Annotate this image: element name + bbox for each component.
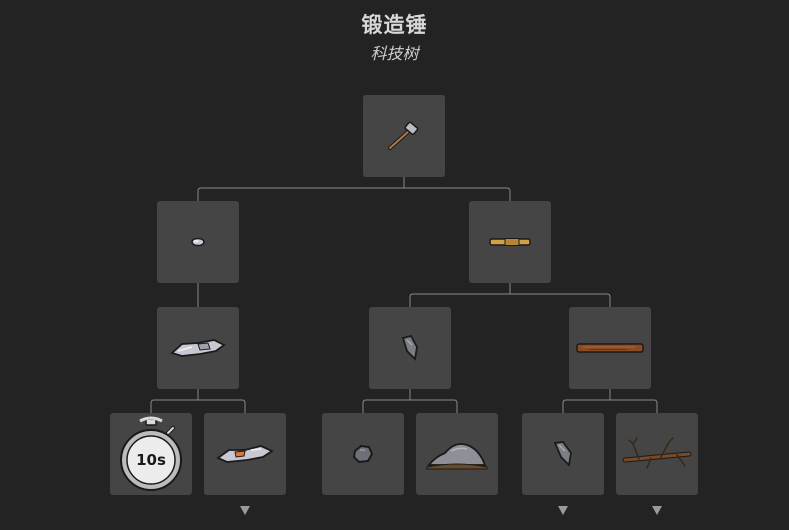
- tech-node-branch[interactable]: [616, 413, 698, 495]
- metal-scrap-ore-icon: [216, 445, 274, 463]
- tech-node-metal-scrap-ore[interactable]: [204, 413, 286, 495]
- tech-node-pebble[interactable]: [322, 413, 404, 495]
- tech-node-gold-rod[interactable]: [469, 201, 551, 283]
- timer-label: 10s: [136, 451, 166, 469]
- tech-node-wood-plank[interactable]: [569, 307, 651, 389]
- rock-pile-icon: [426, 443, 488, 470]
- tech-node-hammer[interactable]: [363, 95, 445, 177]
- flint-icon: [401, 334, 418, 361]
- expand-arrow-icon[interactable]: [652, 506, 662, 515]
- connector-root: [197, 177, 511, 201]
- expand-arrow-icon[interactable]: [558, 506, 568, 515]
- tech-node-timer[interactable]: 10s: [110, 413, 192, 495]
- connector-l2-mid: [362, 389, 458, 413]
- page-subtitle: 科技树: [370, 44, 419, 63]
- metal-bit-icon: [191, 237, 205, 247]
- tech-node-rock-pile[interactable]: [416, 413, 498, 495]
- connector-l2-left: [150, 389, 246, 413]
- page-title: 锻造锤: [361, 13, 428, 37]
- metal-scrap-icon: [170, 339, 226, 357]
- branch-icon: [622, 437, 692, 469]
- tech-node-flint-shard[interactable]: [522, 413, 604, 495]
- hammer-icon: [388, 121, 419, 150]
- tech-node-flint[interactable]: [369, 307, 451, 389]
- wood-plank-icon: [576, 343, 644, 353]
- connector-l2-right: [562, 389, 658, 413]
- connector-l1-right: [409, 283, 611, 307]
- stopwatch-icon: 10s: [116, 413, 186, 495]
- tech-node-metal-bit[interactable]: [157, 201, 239, 283]
- gold-rod-icon: [489, 238, 531, 246]
- flint-shard-icon: [553, 441, 572, 467]
- expand-arrow-icon[interactable]: [240, 506, 250, 515]
- tech-node-metal-scrap[interactable]: [157, 307, 239, 389]
- pebble-icon: [352, 444, 374, 464]
